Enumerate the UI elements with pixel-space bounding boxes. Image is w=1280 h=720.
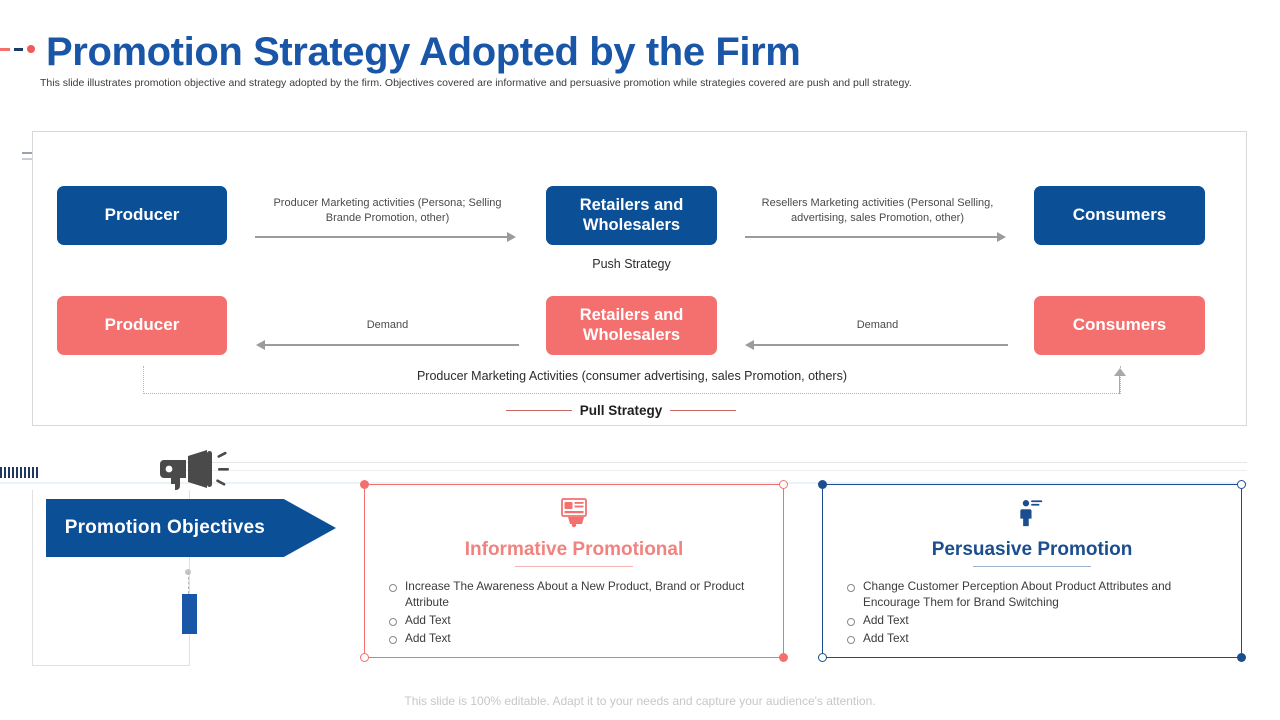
person-profile-icon	[823, 495, 1241, 531]
promotion-objectives-banner[interactable]: Promotion Objectives	[46, 499, 336, 557]
megaphone-icon	[160, 450, 234, 494]
page-title: Promotion Strategy Adopted by the Firm	[46, 30, 801, 74]
node-consumers-push[interactable]: Consumers	[1034, 186, 1205, 245]
card-title-persuasive: Persuasive Promotion	[931, 539, 1133, 560]
strategy-diagram-frame	[32, 131, 1247, 426]
node-producer-pull[interactable]: Producer	[57, 296, 227, 355]
card-handle-bottom-right[interactable]	[779, 653, 788, 662]
pull-arrow-1-head	[256, 340, 265, 350]
list-item: Increase The Awareness About a New Produ…	[381, 579, 769, 611]
card-handle-bottom-left[interactable]	[360, 653, 369, 662]
node-producer-push[interactable]: Producer	[57, 186, 227, 245]
card-handle-bottom-left[interactable]	[818, 653, 827, 662]
pull-arrow-1-line	[265, 344, 519, 346]
pull-arrow-1-label: Demand	[366, 319, 409, 331]
card-handle-top-right[interactable]	[779, 480, 788, 489]
card-bullet-list-persuasive: Change Customer Perception About Product…	[839, 579, 1227, 649]
pull-strategy-caption: Pull Strategy	[579, 403, 663, 418]
pull-arrow-2-head	[745, 340, 754, 350]
header-dash-decoration	[0, 44, 36, 54]
pull-activities-label: Producer Marketing Activities (consumer …	[416, 369, 848, 383]
pull-arrow-2-label: Demand	[856, 319, 899, 331]
connector-dashed-stem	[188, 572, 189, 594]
card-handle-bottom-right[interactable]	[1237, 653, 1246, 662]
band-divider-upper	[176, 462, 1247, 463]
card-handle-top-left[interactable]	[818, 480, 827, 489]
push-arrow-2-line	[745, 236, 999, 238]
pull-strategy-caption-row: Pull Strategy	[506, 403, 736, 418]
pull-arrow-2-line	[754, 344, 1008, 346]
card-bullet-list-informative: Increase The Awareness About a New Produ…	[381, 579, 769, 649]
connector-blue-bar	[182, 594, 197, 634]
list-item: Add Text	[839, 613, 1227, 629]
card-informative-promotional[interactable]: Informative Promotional Increase The Awa…	[360, 480, 788, 662]
push-arrow-1-line	[255, 236, 509, 238]
hatch-decoration	[0, 467, 40, 478]
objectives-outline-box	[32, 490, 190, 666]
push-arrow-1-label: Producer Marketing activities (Persona; …	[273, 197, 502, 224]
list-item: Add Text	[839, 631, 1227, 647]
list-item: Change Customer Perception About Product…	[839, 579, 1227, 611]
band-divider-middle	[176, 470, 1247, 471]
node-retailers-wholesalers-pull[interactable]: Retailers and Wholesalers	[546, 296, 717, 355]
push-arrow-1-head	[507, 232, 516, 242]
card-persuasive-promotion[interactable]: Persuasive Promotion Change Customer Per…	[818, 480, 1246, 662]
push-strategy-caption: Push Strategy	[592, 257, 671, 271]
pull-activities-bracket	[143, 366, 1121, 394]
list-item: Add Text	[381, 631, 769, 647]
card-handle-top-left[interactable]	[360, 480, 369, 489]
card-handle-top-right[interactable]	[1237, 480, 1246, 489]
banner-label: Promotion Objectives	[64, 517, 266, 538]
node-retailers-wholesalers-push[interactable]: Retailers and Wholesalers	[546, 186, 717, 245]
billboard-ad-icon	[365, 495, 783, 531]
card-title-informative: Informative Promotional	[464, 539, 684, 560]
footer-note: This slide is 100% editable. Adapt it to…	[404, 694, 876, 708]
page-subtitle: This slide illustrates promotion objecti…	[40, 77, 912, 89]
pull-up-arrow-icon	[1114, 368, 1126, 394]
band-divider-lower	[0, 482, 1247, 484]
card-title-underline	[515, 566, 633, 567]
push-arrow-2-label: Resellers Marketing activities (Personal…	[761, 197, 994, 224]
card-title-underline	[973, 566, 1091, 567]
push-arrow-2-head	[997, 232, 1006, 242]
banner-arrow-shape	[46, 499, 336, 557]
list-item: Add Text	[381, 613, 769, 629]
node-consumers-pull[interactable]: Consumers	[1034, 296, 1205, 355]
